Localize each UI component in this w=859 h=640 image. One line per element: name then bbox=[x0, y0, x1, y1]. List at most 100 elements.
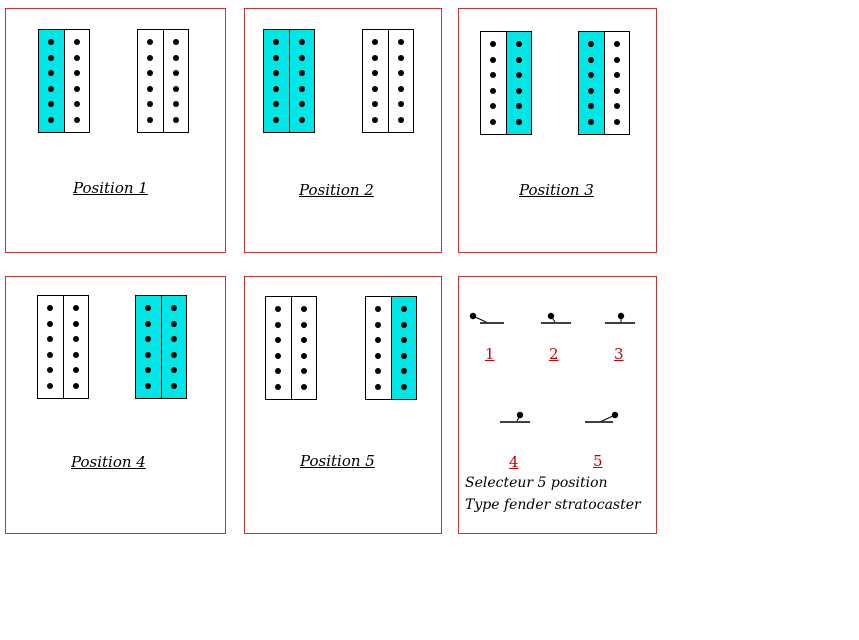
pole-piece-dot bbox=[372, 116, 379, 123]
panel-position-5: Position 5 bbox=[244, 276, 442, 534]
pole-piece-dot bbox=[400, 337, 407, 344]
pole-piece-dot bbox=[73, 101, 80, 108]
pole-piece-dot bbox=[588, 41, 595, 48]
pole-piece-dot bbox=[73, 116, 80, 123]
pole-piece-dot bbox=[73, 54, 80, 61]
pole-piece-dot bbox=[275, 337, 282, 344]
pole-piece-dot bbox=[275, 306, 282, 313]
pole-piece-dot bbox=[170, 382, 177, 389]
pole-piece-dot bbox=[397, 54, 404, 61]
coil-left bbox=[366, 297, 391, 399]
switch-position-5-icon bbox=[585, 411, 619, 423]
pole-piece-dot bbox=[72, 367, 79, 374]
pole-piece-dot bbox=[298, 101, 305, 108]
pole-piece-dot bbox=[72, 320, 79, 327]
pole-piece-dot bbox=[588, 72, 595, 79]
panel-position-4: Position 4 bbox=[5, 276, 226, 534]
pole-piece-dot bbox=[275, 352, 282, 359]
pole-piece-dot bbox=[300, 368, 307, 375]
pickup-left bbox=[480, 31, 532, 135]
coil-right bbox=[603, 32, 630, 134]
coil-left bbox=[136, 296, 161, 398]
pole-piece-dot bbox=[298, 70, 305, 77]
pole-piece-dot bbox=[72, 305, 79, 312]
pole-piece-dot bbox=[170, 336, 177, 343]
pole-piece-dot bbox=[375, 352, 382, 359]
pole-piece-dot bbox=[397, 116, 404, 123]
pole-piece-dot bbox=[48, 70, 55, 77]
pole-piece-dot bbox=[275, 368, 282, 375]
pole-piece-dot bbox=[47, 367, 54, 374]
coil-left bbox=[266, 297, 291, 399]
pole-piece-dot bbox=[273, 101, 280, 108]
pole-piece-dot bbox=[172, 54, 179, 61]
pole-piece-dot bbox=[47, 305, 54, 312]
pole-piece-dot bbox=[145, 367, 152, 374]
pole-piece-dot bbox=[300, 337, 307, 344]
coil-left bbox=[579, 32, 604, 134]
pole-piece-dot bbox=[490, 87, 497, 94]
pole-piece-dot bbox=[515, 41, 522, 48]
pickup-right bbox=[137, 29, 189, 133]
coil-right bbox=[387, 30, 414, 132]
switch-position-4-icon bbox=[500, 411, 530, 423]
pole-piece-dot bbox=[273, 116, 280, 123]
panel-position-3: Position 3 bbox=[458, 8, 657, 253]
pole-piece-dot bbox=[515, 118, 522, 125]
pole-piece-dot bbox=[298, 85, 305, 92]
switch-position-2-icon bbox=[541, 312, 571, 324]
coil-left bbox=[38, 296, 63, 398]
pole-piece-dot bbox=[145, 320, 152, 327]
pole-piece-dot bbox=[145, 382, 152, 389]
pole-piece-dot bbox=[397, 101, 404, 108]
selector-panel: 1 2 3 4 5 Selecteur 5 position Type fend… bbox=[458, 276, 657, 534]
pole-piece-dot bbox=[588, 118, 595, 125]
pole-piece-dot bbox=[300, 321, 307, 328]
pole-piece-dot bbox=[588, 87, 595, 94]
pole-piece-dot bbox=[375, 337, 382, 344]
pole-piece-dot bbox=[147, 54, 154, 61]
pole-piece-dot bbox=[48, 85, 55, 92]
pole-piece-dot bbox=[490, 41, 497, 48]
pole-piece-dot bbox=[490, 103, 497, 110]
pole-piece-dot bbox=[300, 383, 307, 390]
pole-piece-dot bbox=[397, 39, 404, 46]
pole-piece-dot bbox=[588, 56, 595, 63]
pole-piece-dot bbox=[613, 72, 620, 79]
pole-piece-dot bbox=[515, 56, 522, 63]
pole-piece-dot bbox=[400, 352, 407, 359]
pole-piece-dot bbox=[72, 351, 79, 358]
pole-piece-dot bbox=[300, 306, 307, 313]
coil-left bbox=[363, 30, 388, 132]
pole-piece-dot bbox=[273, 85, 280, 92]
pole-piece-dot bbox=[48, 39, 55, 46]
pole-piece-dot bbox=[172, 39, 179, 46]
panel-position-2: Position 2 bbox=[244, 8, 442, 253]
pole-piece-dot bbox=[490, 72, 497, 79]
pole-piece-dot bbox=[273, 54, 280, 61]
coil-right bbox=[160, 296, 186, 398]
pole-piece-dot bbox=[275, 321, 282, 328]
pole-piece-dot bbox=[47, 336, 54, 343]
pole-piece-dot bbox=[172, 85, 179, 92]
coil-right bbox=[505, 32, 531, 134]
switch-number-4: 4 bbox=[509, 453, 519, 471]
pole-piece-dot bbox=[170, 305, 177, 312]
pole-piece-dot bbox=[47, 382, 54, 389]
pole-piece-dot bbox=[400, 368, 407, 375]
pole-piece-dot bbox=[372, 54, 379, 61]
coil-left bbox=[481, 32, 506, 134]
pole-piece-dot bbox=[170, 351, 177, 358]
pole-piece-dot bbox=[48, 101, 55, 108]
pole-piece-dot bbox=[145, 305, 152, 312]
pole-piece-dot bbox=[298, 54, 305, 61]
coil-left bbox=[138, 30, 163, 132]
coil-left bbox=[264, 30, 289, 132]
switch-position-1-icon bbox=[469, 312, 504, 324]
pole-piece-dot bbox=[613, 87, 620, 94]
pickup-left bbox=[38, 29, 90, 133]
pole-piece-dot bbox=[172, 70, 179, 77]
pole-piece-dot bbox=[172, 116, 179, 123]
switch-position-3-icon bbox=[605, 312, 635, 324]
pole-piece-dot bbox=[613, 103, 620, 110]
